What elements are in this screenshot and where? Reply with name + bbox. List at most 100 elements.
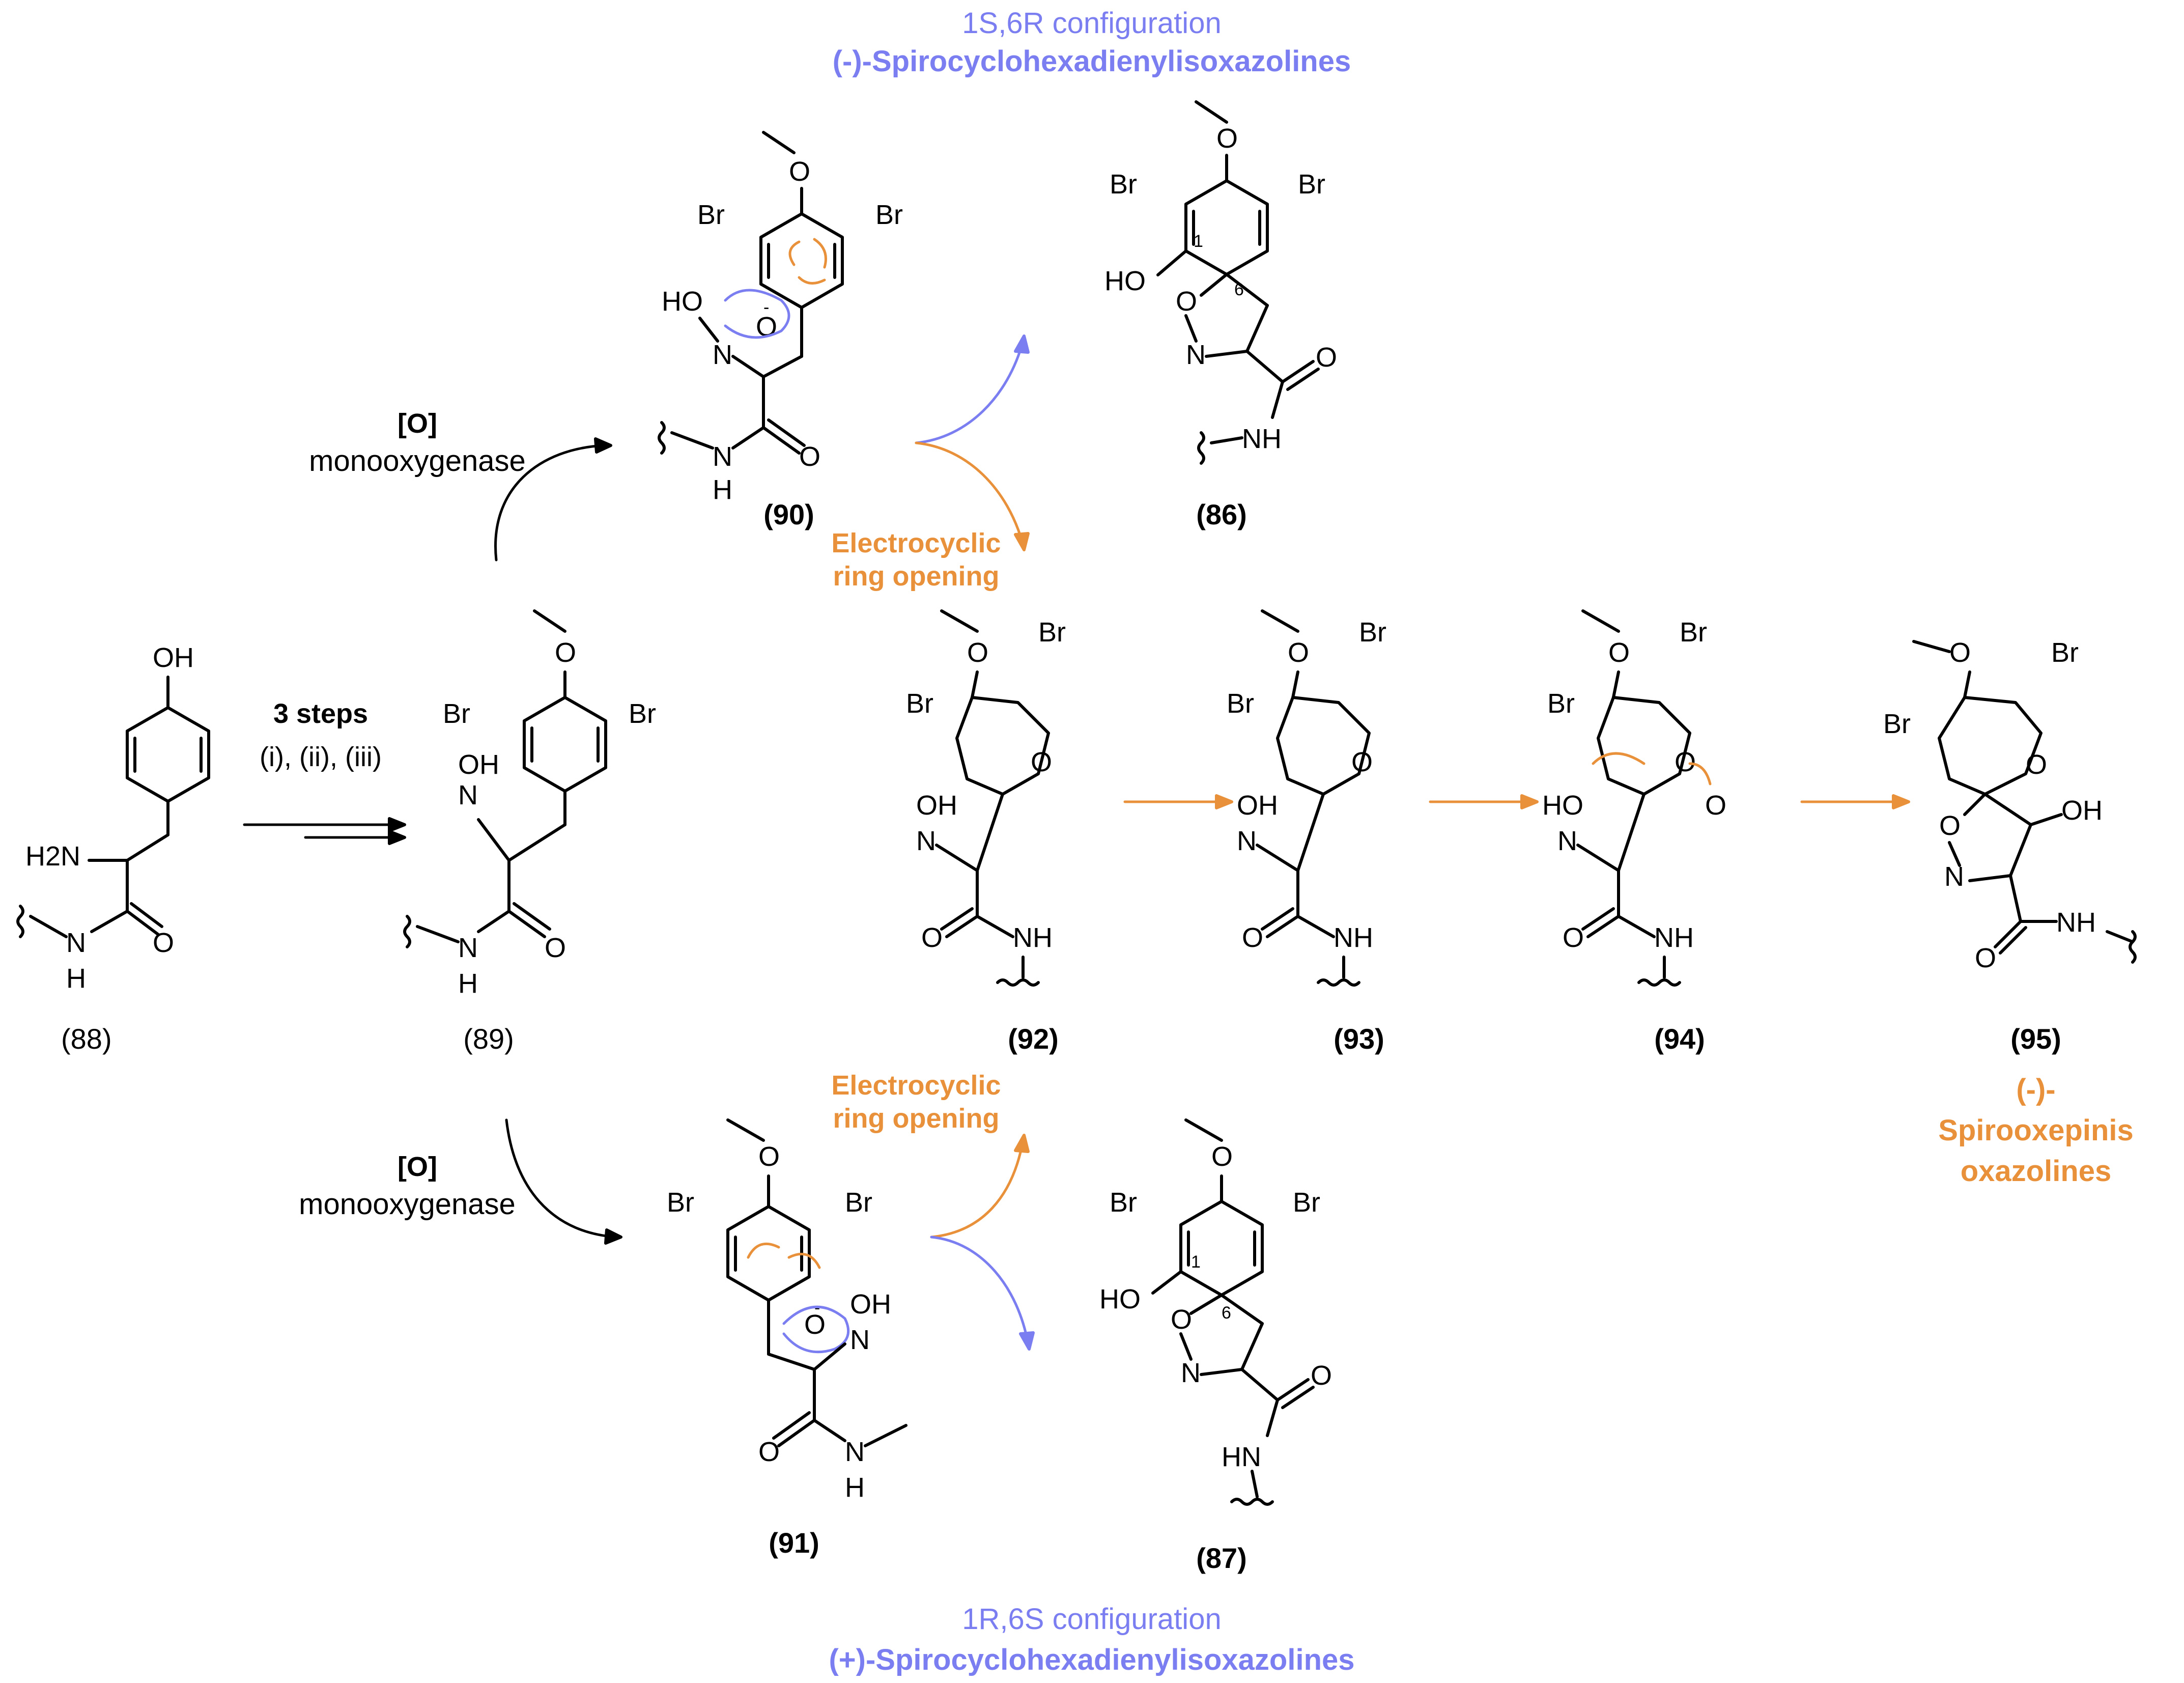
atom-o: O [967,637,988,668]
compound-label-86: (86) [1196,498,1247,530]
atom-ho: HO [1099,1284,1141,1314]
compound-label-91: (91) [769,1527,819,1559]
atom-nh: NH [1242,424,1282,454]
atom-br: Br [1359,617,1386,648]
atom-br: Br [1110,169,1137,200]
atom-br: Br [1038,617,1066,648]
atom-o: O [153,928,174,958]
class-95-line2: Spirooxepinis [1938,1114,2134,1147]
atom-br: Br [1110,1187,1137,1218]
atom-o: O [1031,747,1052,777]
reagents: (i), (ii), (iii) [260,742,382,772]
atom-n: N [850,1325,870,1355]
atom-oh: OH [1237,790,1278,821]
atom-br: Br [875,200,903,230]
atom-n: N [66,928,86,958]
atom-br: Br [2051,637,2079,668]
atom-br: Br [845,1187,872,1218]
ox-top: [O] [398,408,437,439]
atom-n: N [1186,340,1206,370]
compound-label-90: (90) [763,498,814,530]
atom-h: H [713,474,732,505]
atom-o: O [1311,1360,1332,1391]
electro-top-2: ring opening [833,561,1000,592]
atom-o: O [1608,637,1630,668]
compound-label-88: (88) [61,1023,112,1055]
atom-o: O [1705,790,1726,821]
atom-oh: OH [2061,795,2103,826]
atom-o: O [1563,922,1584,953]
atom-o: O [921,922,943,953]
atom-oh: OH [850,1289,891,1320]
atom-n: N [713,441,732,472]
atom-h: H [458,968,478,999]
atom-hn: HN [1222,1442,1261,1472]
compound-86: O Br Br 1 6 HO O N O NH (86) [1104,100,1337,530]
atom-o: O [1242,922,1263,953]
atom-o: O [1171,1304,1192,1335]
atom-oh: OH [458,749,499,780]
atom-ho: HO [662,286,703,317]
minus: - [763,298,769,317]
atom-n: N [1181,1358,1201,1388]
atom-o: O [2026,749,2047,780]
atom-o: O [1211,1141,1233,1172]
atom-br: Br [1547,688,1575,719]
atom-n: N [1557,826,1577,856]
compound-95: O Br Br O O N OH O NH (95) (-)- Spirooxe… [1883,637,2137,1188]
config-bottom: 1R,6S configuration [962,1603,1221,1636]
atom-br: Br [443,698,470,729]
electro-bottom-1: Electrocyclic [831,1070,1001,1101]
atom-o: O [1288,637,1309,668]
atom-o: O [804,1309,826,1340]
atom-o: O [758,1437,780,1467]
atom-o: O [555,637,576,668]
compound-90: O Br Br O - HO N O N H (90) [658,131,903,530]
electro-top-1: Electrocyclic [831,528,1001,558]
atom-br: Br [629,698,656,729]
atom-br: Br [667,1187,694,1218]
class-bottom: (+)-Spirocyclohexadienylisoxazolines [829,1643,1354,1676]
compound-label-93: (93) [1334,1023,1384,1055]
compound-87: O Br Br 1 6 HO O N O HN (87) [1099,1118,1332,1574]
mono-bottom: monooxygenase [299,1188,516,1221]
arrow-93-94 [1429,794,1539,809]
compound-89: O Br Br N OH O N H (89) [403,609,656,1055]
atom-nh: NH [1334,922,1373,953]
locant-1: 1 [1191,1252,1201,1272]
atom-n: N [458,780,478,810]
arrow-92-93 [1123,794,1233,809]
atom-o: O [1216,123,1238,154]
atom-oh: OH [153,642,194,673]
atom-br: Br [1227,688,1254,719]
atom-o: O [1975,943,1996,973]
mono-top: monooxygenase [309,444,526,478]
locant-1: 1 [1194,232,1203,251]
arrow-89-90: [O] monooxygenase [309,408,612,562]
atom-o: O [799,441,820,472]
atom-n: N [713,340,732,370]
compound-88: OH H2N O N H (88) [16,642,210,1055]
ox-bottom: [O] [398,1152,437,1182]
atom-o: O [789,156,810,187]
atom-o: O [1675,747,1696,777]
atom-nh: NH [1654,922,1694,953]
electro-bottom-2: ring opening [833,1103,1000,1134]
compound-label-92: (92) [1008,1023,1059,1055]
locant-6: 6 [1222,1303,1231,1323]
atom-nh: NH [1013,922,1053,953]
atom-o: O [1176,286,1197,317]
atom-n: N [458,933,478,963]
atom-nh: NH [2056,907,2096,938]
class-top: (-)-Spirocyclohexadienylisoxazolines [833,45,1351,78]
atom-br: Br [906,688,933,719]
class-95-line1: (-)- [2016,1073,2055,1106]
atom-br: Br [1298,169,1325,200]
atom-n: N [1944,861,1964,892]
atom-o: O [1939,810,1961,841]
compound-label-94: (94) [1654,1023,1705,1055]
atom-n: N [845,1437,865,1467]
atom-br: Br [1883,709,1911,739]
compound-label-89: (89) [463,1023,514,1055]
